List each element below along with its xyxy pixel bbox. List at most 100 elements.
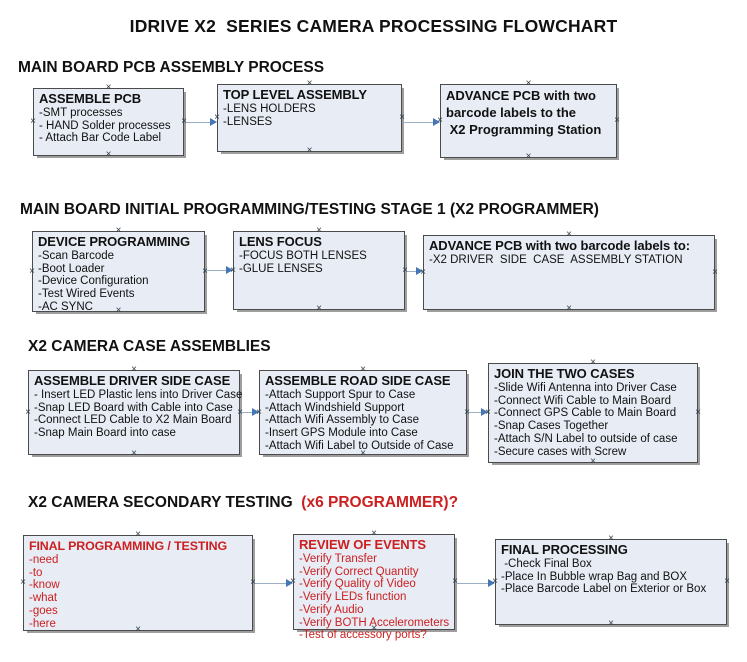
anchor-icon: × — [105, 149, 112, 160]
box-item: -Slide Wifi Antenna into Driver Case — [494, 382, 677, 394]
arrow-line — [403, 122, 435, 123]
box-title-line: ADVANCE PCB with two — [446, 88, 596, 103]
box-item: -SMT processes — [39, 107, 123, 119]
box-item: -Verify Quality of Video — [299, 578, 416, 591]
box-item: -Connect Wifi Cable to Main Board — [494, 394, 672, 407]
flow-box-assemble-driver-side-case: × × × × ASSEMBLE DRIVER SIDE CASE - Inse… — [25, 365, 243, 459]
flow-box-assemble-road-side-case: × × × × ASSEMBLE ROAD SIDE CASE -Attach … — [256, 365, 470, 459]
anchor-icon: × — [371, 623, 377, 634]
box-item: -Snap LED Board with Cable into Case — [34, 401, 233, 414]
arrow-top-level-to-advance-pcb — [402, 118, 440, 127]
anchor-icon: × — [420, 266, 426, 278]
anchor-icon: × — [202, 265, 208, 277]
anchor-icon: × — [371, 528, 377, 539]
anchor-icon: × — [237, 406, 243, 418]
flow-box-assemble-pcb: × × × × ASSEMBLE PCB -SMT processes - HA… — [30, 83, 187, 160]
box-item: -GLUE LENSES — [239, 262, 323, 275]
anchor-icon: × — [724, 576, 730, 587]
anchor-icon: × — [131, 448, 137, 459]
box-item: -Verify Audio — [299, 603, 364, 616]
box-item: - HAND Solder processes — [39, 119, 171, 132]
arrow-line — [206, 270, 228, 271]
box-item: -what — [29, 592, 58, 605]
box-item: - Insert LED Plastic lens into Driver Ca… — [34, 389, 243, 401]
flow-box-advance-pcb-programming-station: × × × × ADVANCE PCB with two barcode lab… — [437, 79, 620, 162]
anchor-icon: × — [360, 448, 366, 459]
box-item: -FOCUS BOTH LENSES — [239, 250, 367, 262]
box-item: -Insert GPS Module into Case — [265, 427, 418, 440]
anchor-icon: × — [402, 264, 408, 276]
anchor-icon: × — [250, 577, 256, 588]
box-item: -Boot Loader — [38, 262, 105, 275]
box-title: ADVANCE PCB with two barcode labels to: — [429, 238, 690, 253]
anchor-icon: × — [399, 112, 405, 123]
box-item: -Secure cases with Screw — [494, 445, 627, 458]
arrow-driver-case-to-road-case — [240, 408, 259, 417]
anchor-icon: × — [214, 112, 220, 123]
arrowhead-icon — [286, 579, 293, 587]
anchor-icon: × — [437, 115, 443, 126]
flow-box-device-programming: × × × × DEVICE PROGRAMMING -Scan Barcode… — [29, 226, 208, 316]
anchor-icon: × — [608, 618, 614, 629]
anchor-icon: × — [590, 456, 596, 467]
anchor-icon: × — [360, 364, 366, 375]
anchor-icon: × — [29, 265, 35, 277]
box-item: -Verify BOTH Accelerometers — [299, 616, 450, 629]
anchor-icon: × — [306, 78, 313, 89]
section-heading-text: MAIN BOARD PCB ASSEMBLY PROCESS — [18, 59, 325, 76]
anchor-icon: × — [181, 116, 187, 127]
anchor-icon: × — [105, 82, 112, 93]
arrow-device-programming-to-lens-focus — [205, 266, 233, 275]
box-item: -to — [29, 566, 43, 579]
anchor-icon: × — [115, 305, 122, 316]
box-item: -Verify Transfer — [299, 553, 377, 565]
box-title: JOIN THE TWO CASES — [494, 366, 635, 381]
anchor-icon: × — [464, 406, 470, 418]
box-item: -need — [29, 554, 59, 566]
box-item: -Attach Wifi Assembly to Case — [265, 414, 420, 427]
arrow-line — [241, 412, 254, 413]
box-item: -goes — [29, 604, 58, 617]
anchor-icon: × — [115, 225, 122, 236]
flow-box-lens-focus: × × × × LENS FOCUS -FOCUS BOTH LENSES -G… — [230, 226, 408, 314]
arrow-road-case-to-join-cases — [467, 408, 488, 417]
arrow-line — [185, 122, 212, 123]
anchor-icon: × — [695, 407, 701, 418]
arrow-lens-focus-to-advance-pcb — [405, 267, 423, 276]
box-item: -AC SYNC — [38, 300, 93, 313]
box-title: TOP LEVEL ASSEMBLY — [223, 87, 367, 102]
box-title: FINAL PROGRAMMING / TESTING — [29, 539, 228, 553]
page-title: IDRIVE X2 SERIES CAMERA PROCESSING FLOWC… — [129, 16, 618, 36]
anchor-icon: × — [525, 78, 532, 89]
box-item: -Attach Support Spur to Case — [265, 389, 416, 401]
anchor-icon: × — [452, 576, 458, 587]
anchor-icon: × — [608, 533, 614, 544]
flow-box-final-processing: × × × × FINAL PROCESSING -Check Final Bo… — [492, 534, 730, 629]
section-heading-case-assemblies: X2 CAMERA CASE ASSEMBLIES — [28, 338, 271, 356]
box-item: -here — [29, 617, 56, 630]
arrowhead-icon — [481, 408, 488, 416]
box-item: -Device Configuration — [38, 275, 149, 288]
anchor-icon: × — [290, 576, 296, 587]
anchor-icon: × — [566, 303, 572, 314]
box-item: -X2 DRIVER SIDE CASE ASSEMBLY STATION — [429, 254, 683, 266]
section-heading-text: X2 CAMERA SECONDARY TESTING — [28, 494, 297, 511]
section-heading-red-suffix: (x6 PROGRAMMER)? — [297, 494, 459, 511]
anchor-icon: × — [590, 357, 596, 368]
anchor-icon: × — [492, 576, 498, 587]
anchor-icon: × — [20, 577, 26, 588]
box-item: -Test of accessory ports? — [299, 629, 427, 642]
box-item: -Place In Bubble wrap Bag and BOX — [501, 570, 688, 583]
anchor-icon: × — [485, 407, 491, 418]
box-title: REVIEW OF EVENTS — [299, 537, 426, 552]
box-title: ASSEMBLE ROAD SIDE CASE — [265, 373, 451, 388]
arrow-line — [254, 583, 288, 584]
box-item: -Attach S/N Label to outside of case — [494, 432, 678, 445]
anchor-icon: × — [131, 364, 137, 375]
arrow-assemble-pcb-to-top-level — [184, 118, 217, 127]
section-heading-text: MAIN BOARD INITIAL PROGRAMMING/TESTING S… — [20, 201, 599, 218]
anchor-icon: × — [256, 406, 262, 418]
box-title: DEVICE PROGRAMMING — [38, 234, 191, 249]
box-item: -Place Barcode Label on Exterior or Box — [501, 583, 707, 596]
